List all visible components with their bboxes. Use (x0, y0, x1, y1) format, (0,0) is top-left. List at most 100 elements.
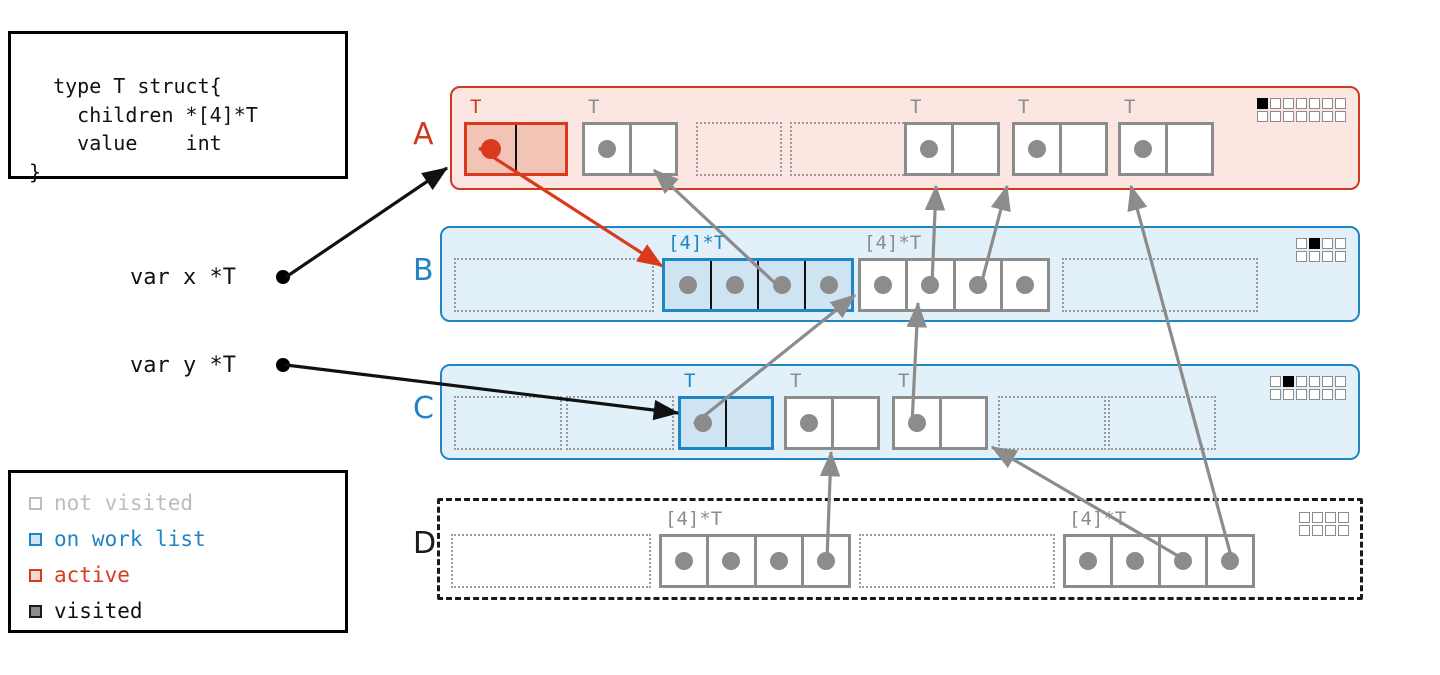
free-memory-block (1108, 396, 1216, 450)
pointer-dot-icon (725, 276, 744, 294)
pointer-dot-icon (919, 140, 938, 158)
bitmap-cell (1322, 251, 1333, 262)
free-memory-block (998, 396, 1106, 450)
free-memory-block (859, 534, 1055, 588)
heap-row-letter-C: C (413, 391, 434, 426)
block-cell (1204, 537, 1252, 585)
heap-object-block-[4]*T (662, 258, 854, 312)
bitmap-cell (1325, 512, 1336, 523)
allocation-bitmap-B (1296, 238, 1346, 262)
block-cell (456, 260, 652, 310)
legend-swatch-icon (29, 496, 42, 510)
allocation-bitmap-D (1299, 512, 1349, 536)
block-cell (456, 398, 560, 448)
bitmap-cell (1309, 376, 1320, 387)
pointer-dot-icon (1079, 552, 1098, 570)
legend-swatch-icon (29, 568, 42, 582)
free-memory-block (451, 534, 651, 588)
bitmap-cell (1335, 111, 1346, 122)
block-cell (830, 399, 878, 447)
block-cell (800, 537, 848, 585)
bitmap-cell (1296, 111, 1307, 122)
pointer-dot-icon (769, 552, 788, 570)
heap-row-letter-B: B (413, 253, 434, 288)
pointer-dot-icon (907, 414, 926, 432)
legend-label: not visited (54, 491, 194, 515)
bitmap-row (1270, 376, 1346, 387)
pointer-dot-icon (1126, 552, 1145, 570)
block-cell (952, 261, 1000, 309)
bitmap-cell (1296, 376, 1307, 387)
heap-object-block-[4]*T (1063, 534, 1255, 588)
heap-object-block-[4]*T (858, 258, 1050, 312)
legend-label: visited (54, 599, 143, 623)
heap-object-block-T (784, 396, 880, 450)
bitmap-cell (1335, 238, 1346, 249)
bitmap-cell (1309, 238, 1320, 249)
pointer-dot-icon (1173, 552, 1192, 570)
free-memory-block (696, 122, 782, 176)
free-memory-block (566, 396, 674, 450)
bitmap-cell (1322, 111, 1333, 122)
block-type-label: T (1124, 96, 1136, 118)
bitmap-row (1299, 512, 1349, 523)
heap-object-block-T (464, 122, 568, 176)
pointer-dot-icon (597, 140, 616, 158)
pointer-dot-icon (481, 139, 501, 159)
heap-object-block-T (582, 122, 678, 176)
bitmap-cell (1270, 389, 1281, 400)
allocation-bitmap-C (1270, 376, 1346, 400)
block-cell (1064, 260, 1256, 310)
pointer-dot-icon (722, 552, 741, 570)
bitmap-cell (1299, 512, 1310, 523)
block-cell (515, 125, 565, 173)
block-type-label: T (898, 370, 910, 392)
block-type-label: [4]*T (668, 232, 726, 254)
block-cell (662, 537, 706, 585)
heap-row-letter-A: A (413, 117, 434, 152)
bitmap-row (1270, 389, 1346, 400)
block-cell (757, 261, 804, 309)
free-memory-block (1062, 258, 1258, 312)
free-memory-block (454, 396, 562, 450)
bitmap-cell (1296, 238, 1307, 249)
var-x-label: var x *T (130, 265, 236, 290)
type-definition-text: type T struct{ children *[4]*T value int… (29, 74, 258, 184)
pointer-dot-icon (772, 276, 791, 294)
block-type-label: T (588, 96, 600, 118)
block-cell (467, 125, 515, 173)
legend-swatch-icon (29, 532, 42, 546)
block-type-label: [4]*T (665, 508, 723, 530)
block-cell (706, 537, 753, 585)
block-cell (1121, 125, 1165, 173)
block-cell (861, 536, 1053, 586)
bitmap-cell (1322, 98, 1333, 109)
heap-object-block-[4]*T (659, 534, 851, 588)
bitmap-cell (1257, 111, 1268, 122)
block-cell (938, 399, 986, 447)
heap-object-block-T (1118, 122, 1214, 176)
bitmap-cell (1309, 251, 1320, 262)
bitmap-cell (1270, 98, 1281, 109)
bitmap-row (1296, 251, 1346, 262)
block-cell (681, 399, 725, 447)
pointer-dot-icon (1133, 140, 1152, 158)
block-cell (1110, 398, 1214, 448)
bitmap-cell (1335, 376, 1346, 387)
block-cell (999, 261, 1047, 309)
bitmap-cell (1335, 251, 1346, 262)
pointer-dot-icon (1220, 552, 1239, 570)
heap-row-letter-D: D (413, 526, 437, 561)
pointer-dot-icon (816, 552, 835, 570)
pointer-dot-icon (819, 276, 838, 294)
bitmap-cell (1309, 98, 1320, 109)
block-cell (1066, 537, 1110, 585)
block-type-label: T (910, 96, 922, 118)
legend-swatch-icon (29, 604, 42, 618)
block-cell (753, 537, 801, 585)
bitmap-cell (1283, 389, 1294, 400)
heap-object-block-T (892, 396, 988, 450)
heap-object-block-T (904, 122, 1000, 176)
